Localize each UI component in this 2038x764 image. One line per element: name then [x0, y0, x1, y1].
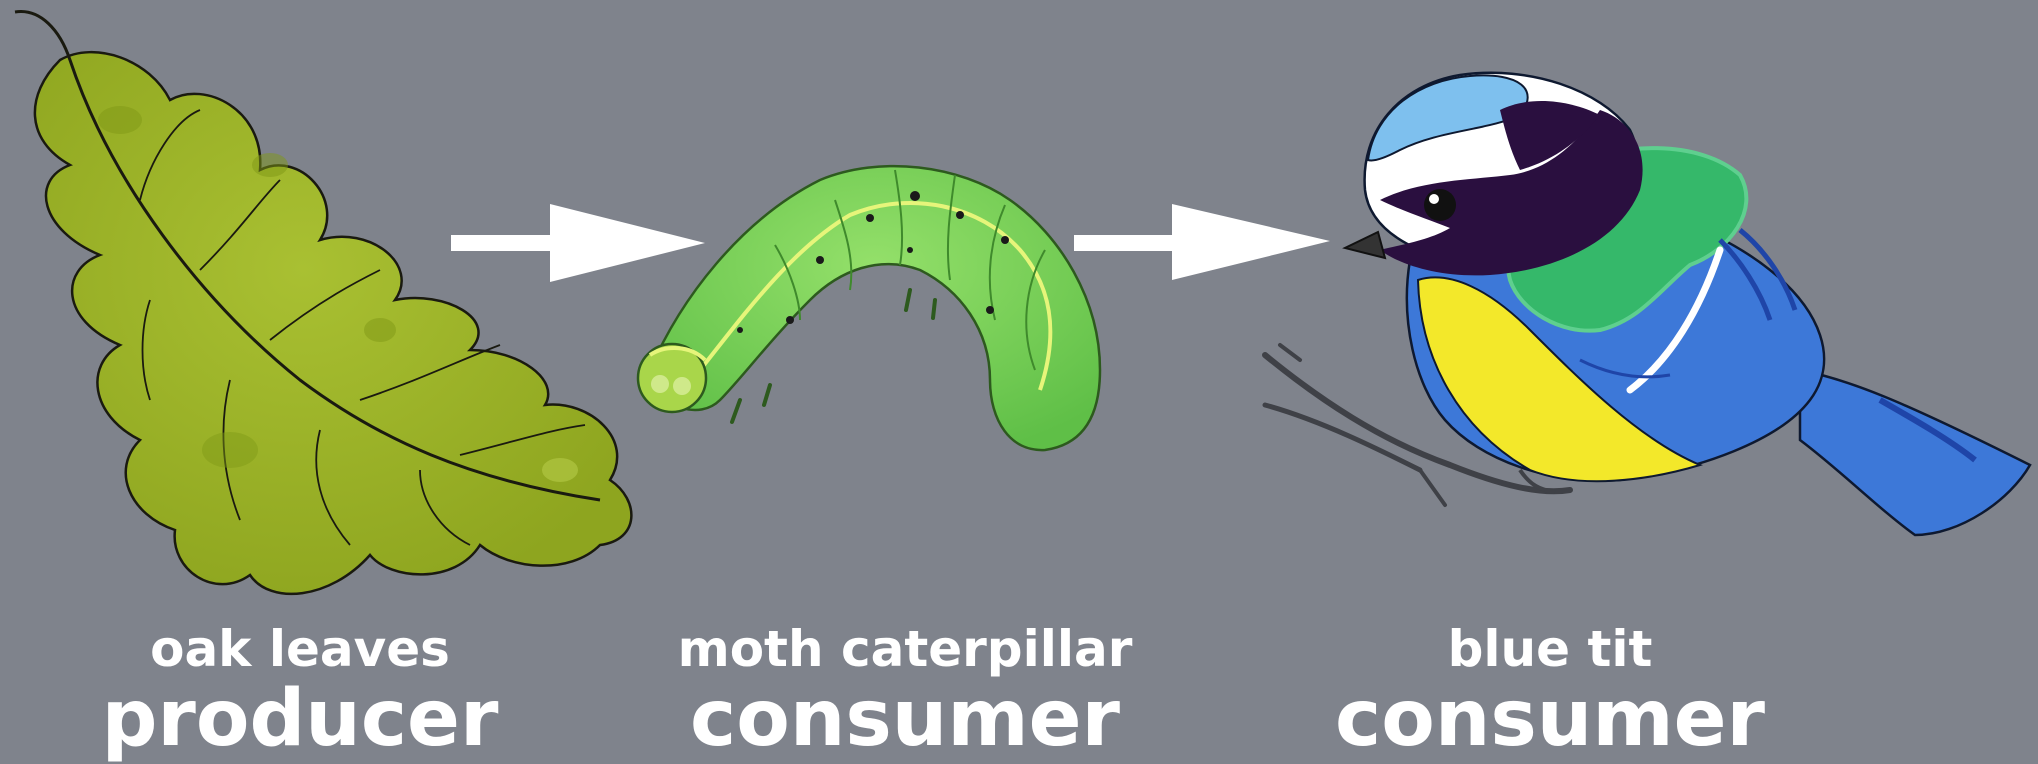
- oak-leaf-icon: [15, 12, 631, 594]
- trophic-role: consumer: [1320, 678, 1780, 760]
- caterpillar-icon: [638, 166, 1100, 450]
- arrow-1-icon: [451, 204, 705, 282]
- organism-name: oak leaves: [90, 620, 510, 678]
- blue-tit-bird-icon: [1265, 73, 2030, 535]
- trophic-role: producer: [90, 678, 510, 760]
- arrow-2-icon: [1074, 204, 1330, 280]
- organism-name: moth caterpillar: [660, 620, 1150, 678]
- trophic-role: consumer: [660, 678, 1150, 760]
- caption-moth-caterpillar: moth caterpillar consumer: [660, 620, 1150, 760]
- organism-name: blue tit: [1320, 620, 1780, 678]
- caption-oak-leaves: oak leaves producer: [90, 620, 510, 760]
- caption-blue-tit: blue tit consumer: [1320, 620, 1780, 760]
